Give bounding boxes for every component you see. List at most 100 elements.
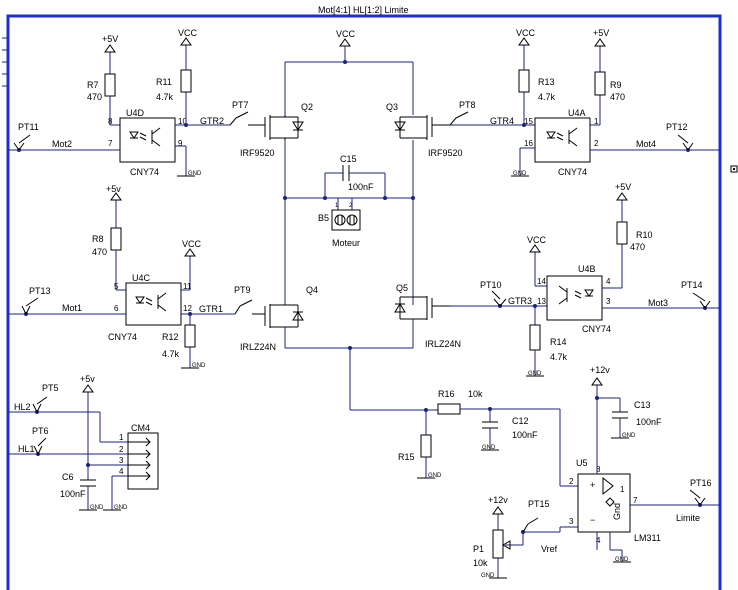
svg-text:Mot1: Mot1	[62, 303, 82, 313]
svg-text:2: 2	[349, 203, 353, 209]
u4d-ref: U4D	[126, 108, 145, 118]
svg-text:PT16: PT16	[690, 478, 712, 488]
svg-text:GND: GND	[428, 473, 442, 479]
comparator-u5	[577, 473, 631, 533]
potentiometer-p1	[492, 529, 504, 559]
bus: Mot[4:1] HL[1:2] Limite	[2, 5, 738, 590]
svg-text:U4A: U4A	[568, 108, 586, 118]
resistor-r10	[616, 221, 628, 245]
svg-text:8: 8	[596, 465, 601, 474]
svg-text:Limite: Limite	[676, 513, 700, 523]
svg-text:+12v: +12v	[590, 365, 610, 375]
svg-text:−: −	[590, 515, 595, 525]
svg-text:VCC: VCC	[527, 235, 547, 245]
svg-text:GTR4: GTR4	[490, 116, 514, 126]
svg-text:3: 3	[569, 517, 574, 526]
svg-text:10: 10	[178, 117, 187, 126]
resistor-r16	[437, 403, 461, 415]
svg-text:PT6: PT6	[32, 426, 49, 436]
svg-text:470: 470	[92, 247, 107, 257]
r7-ref: R7	[87, 80, 99, 90]
svg-text:+: +	[590, 480, 595, 490]
svg-text:10k: 10k	[468, 389, 483, 399]
svg-text:470: 470	[630, 242, 645, 252]
svg-text:R8: R8	[92, 234, 104, 244]
svg-text:15: 15	[524, 117, 533, 126]
svg-text:5: 5	[114, 282, 119, 291]
optocoupler-u4d	[119, 117, 176, 163]
svg-text:C12: C12	[512, 416, 529, 426]
svg-text:R10: R10	[636, 230, 653, 240]
svg-text:4: 4	[596, 536, 601, 545]
testpoint-pt7: PT7	[232, 100, 249, 110]
svg-text:PT12: PT12	[666, 122, 688, 132]
optocoupler-u4c	[125, 282, 182, 326]
svg-text:4.7k: 4.7k	[538, 92, 556, 102]
resistor-r13	[518, 69, 530, 93]
connector-cm4	[127, 432, 159, 490]
svg-text:GTR3: GTR3	[508, 296, 532, 306]
svg-text:Mot4: Mot4	[636, 139, 656, 149]
svg-text:R16: R16	[438, 389, 455, 399]
svg-text:U4B: U4B	[578, 264, 596, 274]
net-mot2: Mot2	[52, 139, 72, 149]
resistor-r8	[110, 227, 122, 251]
svg-text:3: 3	[119, 456, 124, 465]
svg-text:LM311: LM311	[634, 533, 661, 543]
svg-text:Q3: Q3	[386, 102, 398, 112]
svg-text:IRF9520: IRF9520	[428, 148, 463, 158]
svg-text:Mot3: Mot3	[648, 298, 668, 308]
sheet-port-marker-dot	[733, 168, 735, 170]
svg-text:VCC: VCC	[516, 28, 536, 38]
r11-ref: R11	[156, 77, 172, 87]
svg-text:1: 1	[119, 433, 124, 442]
opto-u4c-section: +5v R8 470 U4C CNY74 5 11 6 12 VCC R12 4…	[8, 184, 253, 369]
svg-text:PT14: PT14	[681, 280, 703, 290]
svg-text:+5v: +5v	[80, 374, 95, 384]
svg-text:B5: B5	[318, 213, 329, 223]
svg-text:7: 7	[633, 496, 638, 505]
svg-text:8: 8	[108, 117, 113, 126]
svg-text:GND: GND	[192, 363, 206, 369]
svg-text:13: 13	[537, 297, 546, 306]
h-bridge: VCC Q2 IRF9520	[240, 29, 463, 412]
opto-u4a-section: PT8 GTR4 R13 4.7k VCC U4A CNY74 15 1 16 …	[449, 28, 720, 177]
svg-text:12: 12	[183, 304, 192, 313]
connector-section: HL2 PT5 HL1 PT6 +5v GND C6 100nF GND	[8, 374, 159, 511]
svg-text:GND: GND	[513, 171, 527, 177]
svg-text:R14: R14	[550, 337, 567, 347]
svg-text:VCC: VCC	[182, 239, 202, 249]
svg-text:GTR1: GTR1	[199, 304, 223, 314]
resistor-r15	[420, 434, 432, 458]
svg-text:CNY74: CNY74	[558, 167, 587, 177]
svg-text:100nF: 100nF	[512, 430, 538, 440]
svg-text:2: 2	[594, 139, 599, 148]
svg-text:Q5: Q5	[396, 283, 408, 293]
svg-text:R9: R9	[610, 80, 622, 90]
svg-text:100nF: 100nF	[60, 489, 86, 499]
r11-value: 4.7k	[156, 92, 174, 102]
svg-text:C6: C6	[62, 472, 74, 482]
svg-text:4.7k: 4.7k	[550, 352, 568, 362]
u4d-part: CNY74	[130, 167, 159, 177]
rail-arrow	[104, 44, 116, 53]
svg-text:4: 4	[606, 277, 611, 286]
opto-u4b-section: PT10 GTR3 R14 4.7k GND VCC U4B CNY74 14 …	[450, 182, 720, 377]
transistor-q5: Q5 IRLZ24N	[394, 283, 461, 349]
svg-text:HL2: HL2	[14, 402, 31, 412]
svg-text:1: 1	[335, 203, 339, 209]
svg-text:16: 16	[524, 139, 533, 148]
c15-ref: C15	[340, 154, 357, 164]
svg-text:IRF9520: IRF9520	[240, 148, 275, 158]
net-gtr2: GTR2	[200, 116, 224, 126]
optocoupler-u4b	[546, 275, 603, 321]
svg-text:Gnd: Gnd	[612, 503, 622, 520]
r7-value: 470	[87, 92, 102, 102]
svg-text:GND: GND	[90, 505, 104, 511]
svg-text:HL1: HL1	[18, 444, 35, 454]
svg-text:7: 7	[108, 139, 113, 148]
svg-text:PT10: PT10	[480, 280, 502, 290]
motor-b5: 1 2 B5 Moteur	[318, 198, 361, 248]
svg-text:GND: GND	[114, 505, 128, 511]
